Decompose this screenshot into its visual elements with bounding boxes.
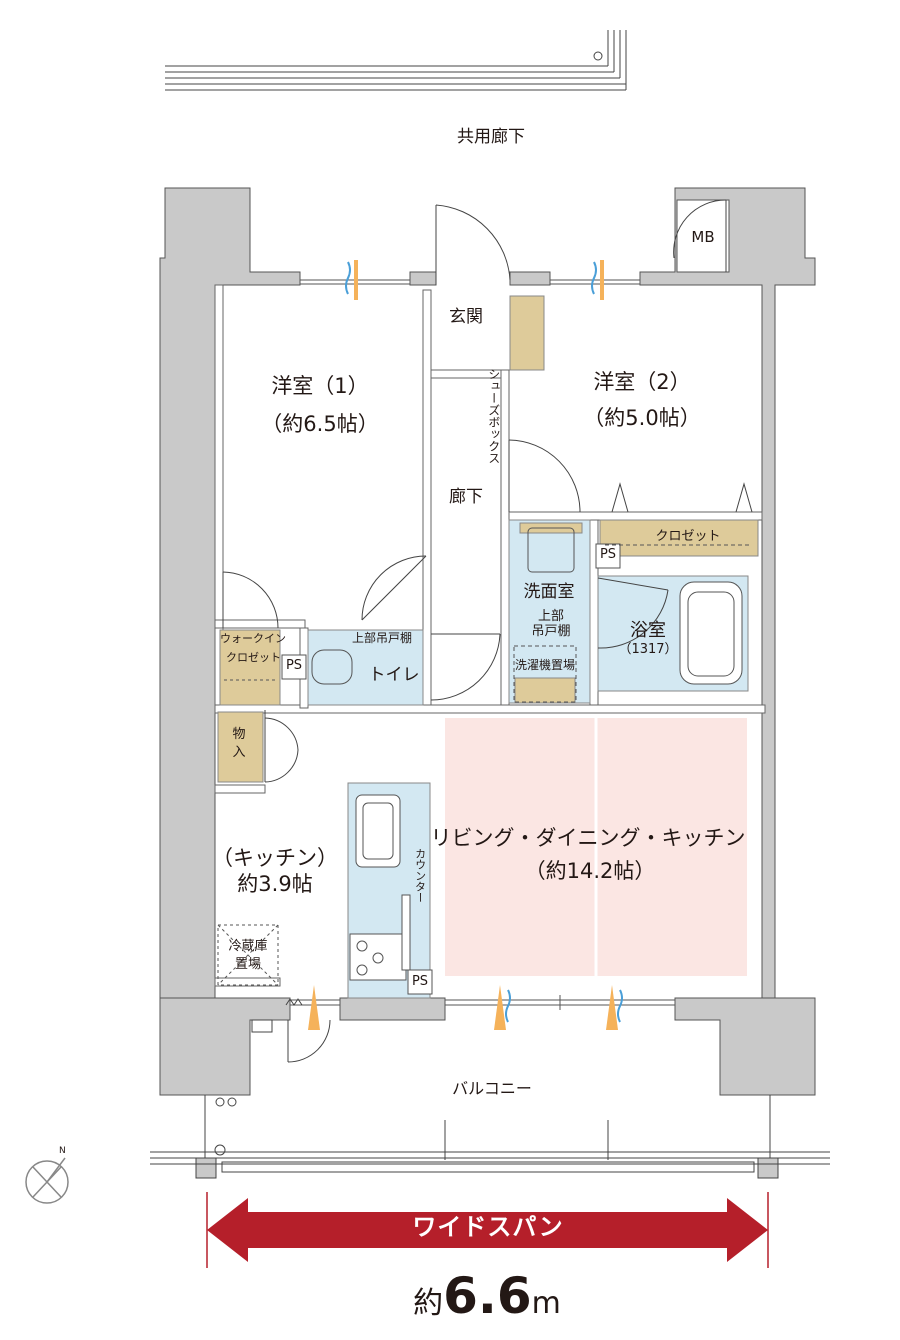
shoe-box-label: シューズボックス bbox=[486, 368, 501, 464]
span-value: 約6.6m bbox=[413, 1267, 561, 1326]
walkin-closet-label-2: クロゼット bbox=[226, 651, 281, 664]
span-unit: m bbox=[531, 1286, 561, 1321]
balcony-label: バルコニー bbox=[452, 1079, 532, 1098]
ps-label-closet: PS bbox=[285, 658, 303, 673]
bath-label: 浴室 bbox=[630, 620, 666, 641]
storage-label-2: 入 bbox=[232, 745, 246, 760]
wide-span-label: ワイドスパン bbox=[412, 1213, 564, 1241]
toilet-label: トイレ bbox=[368, 665, 420, 685]
ps-label-washroom: PS bbox=[599, 547, 617, 562]
fridge-label-1: 冷蔵庫 bbox=[228, 939, 268, 954]
bath-size-label: （1317） bbox=[618, 642, 678, 657]
span-prefix: 約 bbox=[413, 1286, 444, 1321]
kitchen-size-label: 約3.9帖 bbox=[237, 872, 313, 896]
windows bbox=[290, 279, 675, 1010]
doors bbox=[222, 199, 753, 1063]
upper-cabinet-label-1: 上部 bbox=[537, 609, 565, 624]
ldk-name-label: リビング・ダイニング・キッチン bbox=[430, 826, 746, 850]
entrance-label: 玄関 bbox=[449, 307, 483, 327]
ldk-size-label: （約14.2帖） bbox=[524, 859, 656, 883]
toilet-cabinet-label: 上部吊戸棚 bbox=[351, 631, 413, 645]
compass-icon bbox=[25, 1157, 69, 1204]
washroom-label: 洗面室 bbox=[523, 582, 575, 602]
fixtures bbox=[217, 199, 750, 995]
common-corridor-label: 共用廊下 bbox=[457, 127, 525, 147]
laundry-label: 洗濯機置場 bbox=[514, 658, 576, 672]
western-room-1-name: 洋室（1） bbox=[271, 374, 369, 398]
closet-label: クロゼット bbox=[655, 529, 721, 544]
wide-span-arrow bbox=[206, 1192, 769, 1268]
ps-label-kitchen: PS bbox=[411, 974, 429, 989]
fridge-label-2: 置場 bbox=[234, 957, 262, 972]
western-room-2-name: 洋室（2） bbox=[593, 370, 691, 394]
airflow-markers bbox=[285, 260, 623, 1030]
walkin-closet-label-1: ウォークイン bbox=[220, 632, 286, 645]
north-label: N bbox=[59, 1146, 66, 1156]
hallway-label: 廊下 bbox=[449, 487, 483, 507]
kitchen-name-label: （キッチン） bbox=[212, 846, 338, 870]
upper-cabinet-label-2: 吊戸棚 bbox=[531, 624, 571, 639]
counter-label: カウンター bbox=[413, 848, 427, 903]
western-room-2-size: （約5.0帖） bbox=[583, 406, 701, 430]
corridor-rail bbox=[165, 30, 627, 91]
span-number: 6.6 bbox=[443, 1267, 532, 1325]
mb-label: MB bbox=[691, 228, 715, 246]
balcony-rail bbox=[150, 1019, 830, 1179]
western-room-1-size: （約6.5帖） bbox=[261, 412, 379, 436]
storage-label-1: 物 bbox=[232, 727, 246, 742]
floor-fills bbox=[217, 295, 759, 999]
